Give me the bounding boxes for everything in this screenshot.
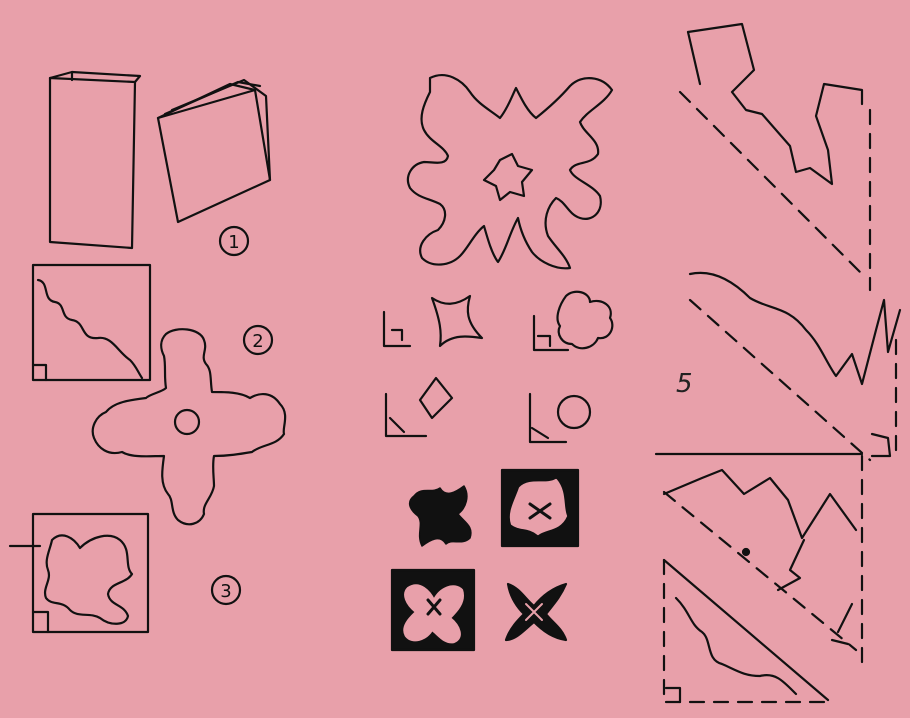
step-1-badge: 1 (220, 227, 248, 255)
large-snowflake-motif (408, 75, 612, 268)
folded-triangle-diagram (664, 560, 828, 702)
folded-square-with-cut-line (33, 265, 150, 380)
step-2-badge: 2 (244, 326, 272, 354)
black-stencil-print-2 (502, 470, 578, 546)
step-1-label: 1 (228, 232, 239, 253)
small-cutout-star (384, 296, 482, 346)
unfolded-cross-motif (93, 329, 285, 524)
step-2-label: 2 (252, 331, 263, 352)
cut-diagram-middle: 5 (676, 273, 900, 460)
black-stencil-print-4 (506, 584, 566, 640)
step-3-badge: 3 (212, 576, 240, 604)
folded-booklet-icon (158, 80, 270, 222)
cut-diagram-bottom (656, 454, 862, 664)
step-5-label: 5 (676, 369, 693, 399)
small-cutout-diamond (386, 378, 452, 436)
folded-square-with-pattern (10, 514, 148, 632)
cut-diagram-top (680, 24, 870, 290)
folded-paper-icon (50, 72, 140, 248)
small-cutout-quatrefoil (534, 292, 612, 350)
black-stencil-print-1 (410, 486, 471, 546)
black-stencil-print-3 (392, 570, 474, 650)
small-cutout-circle (530, 394, 590, 442)
step-3-label: 3 (220, 581, 231, 602)
